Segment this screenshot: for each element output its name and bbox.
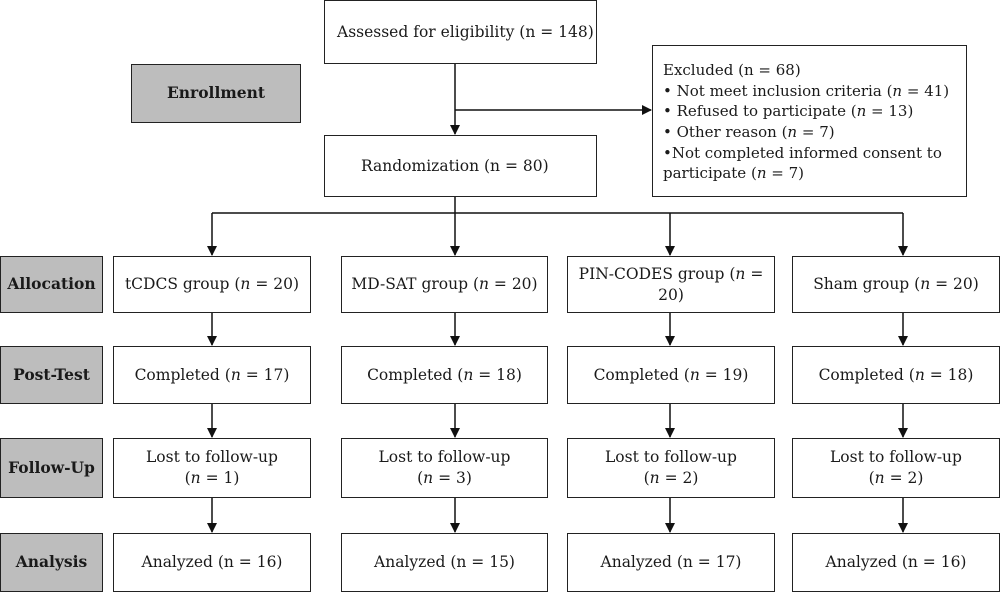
posttest-text: Completed (n = 17) [134,365,290,384]
analysis-text: Analyzed (n = 16) [825,553,967,572]
allocation-text: tCDCS group (n = 20) [124,275,300,294]
followup-count: (n = 2) [868,469,924,487]
posttest-box-tcdcs: Completed (n = 17) [113,346,311,404]
posttest-text: Completed (n = 19) [593,365,749,384]
followup-count: (n = 3) [417,469,472,487]
stage-analysis: Analysis [0,533,103,592]
stage-enrollment: Enrollment [131,64,301,123]
followup-text: Lost to follow-up [605,448,737,467]
assessed-box: Assessed for eligibility (n = 148) [324,0,597,64]
stage-analysis-label: Analysis [15,552,88,572]
posttest-box-sham: Completed (n = 18) [792,346,1000,404]
analysis-box-tcdcs: Analyzed (n = 16) [113,533,311,592]
stage-followup: Follow-Up [0,438,103,498]
allocation-text: Sham group (n = 20) [813,275,979,294]
posttest-box-mdsat: Completed (n = 18) [341,346,548,404]
posttest-box-pincodes: Completed (n = 19) [567,346,775,404]
followup-box-mdsat: Lost to follow-up (n = 3) [341,438,548,498]
assessed-text: Assessed for eligibility (n = 148) [337,22,594,41]
analysis-box-sham: Analyzed (n = 16) [792,533,1000,592]
excluded-item: participate (n = 7) [663,164,804,183]
stage-enrollment-label: Enrollment [166,83,266,103]
excluded-item: • Not meet inclusion criteria (n = 41) [663,81,950,100]
analysis-box-pincodes: Analyzed (n = 17) [567,533,775,592]
allocation-box-mdsat: MD-SAT group (n = 20) [341,256,548,313]
analysis-box-mdsat: Analyzed (n = 15) [341,533,548,592]
followup-box-tcdcs: Lost to follow-up (n = 1) [113,438,311,498]
excluded-box: Excluded (n = 68) • Not meet inclusion c… [652,45,967,197]
allocation-box-sham: Sham group (n = 20) [792,256,1000,313]
excluded-item: • Other reason (n = 7) [663,123,835,142]
stage-allocation-label: Allocation [7,274,96,294]
followup-text: Lost to follow-up [378,448,511,467]
analysis-text: Analyzed (n = 15) [374,553,515,572]
followup-box-sham: Lost to follow-up (n = 2) [792,438,1000,498]
allocation-text: MD-SAT group (n = 20) [351,275,538,294]
randomization-box: Randomization (n = 80) [324,135,597,197]
posttest-text: Completed (n = 18) [818,365,974,384]
excluded-title: Excluded (n = 68) [663,61,801,79]
randomization-text: Randomization (n = 80) [361,156,549,175]
followup-box-pincodes: Lost to follow-up (n = 2) [567,438,775,498]
followup-text: Lost to follow-up [830,448,962,467]
stage-posttest: Post-Test [0,346,103,404]
stage-allocation: Allocation [0,256,103,313]
posttest-text: Completed (n = 18) [367,365,522,384]
followup-count: (n = 1) [184,469,240,487]
excluded-item: • Refused to participate (n = 13) [663,102,914,121]
stage-posttest-label: Post-Test [13,364,90,384]
analysis-text: Analyzed (n = 17) [600,553,742,572]
followup-text: Lost to follow-up [146,448,278,467]
allocation-text: PIN-CODES group (n = 20) [578,264,764,304]
allocation-box-tcdcs: tCDCS group (n = 20) [113,256,311,313]
allocation-box-pincodes: PIN-CODES group (n = 20) [567,256,775,313]
followup-count: (n = 2) [643,469,699,487]
excluded-item: •Not completed informed consent to [663,143,942,162]
analysis-text: Analyzed (n = 16) [141,553,283,572]
stage-followup-label: Follow-Up [8,457,95,477]
